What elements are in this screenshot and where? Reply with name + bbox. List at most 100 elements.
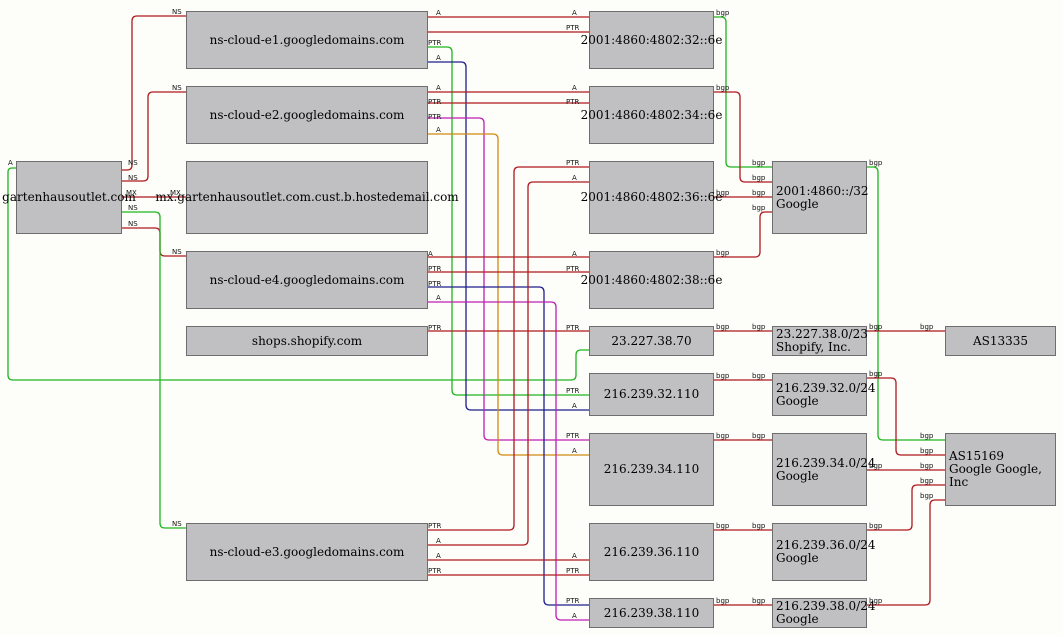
- edge-as-216-32: [867, 377, 945, 456]
- edge-label-bgp: bgp: [920, 462, 934, 470]
- node-as13335[interactable]: AS13335: [945, 326, 1056, 356]
- node-ip-216-239-32-110[interactable]: 216.239.32.110: [589, 373, 714, 416]
- edge-label-ptr: PTR: [428, 98, 441, 106]
- edge-label-a: A: [436, 294, 441, 302]
- node-ip6-34[interactable]: 2001:4860:4802:34::6e: [581, 86, 722, 144]
- edge-label-bgp: bgp: [920, 432, 934, 440]
- edge-label-ptr: PTR: [566, 159, 579, 167]
- node-label: 216.239.36.0/24 Google: [776, 538, 876, 565]
- edge-label-bgp: bgp: [869, 159, 883, 167]
- edge-label-bgp: bgp: [752, 432, 766, 440]
- edge-label-a: A: [428, 250, 433, 258]
- edge-as-216-36: [867, 484, 945, 531]
- edge-label-a: A: [572, 174, 577, 182]
- node-net-216-239-38[interactable]: 216.239.38.0/24 Google: [772, 598, 875, 628]
- node-ip-216-239-38-110[interactable]: 216.239.38.110: [589, 598, 714, 628]
- edge-label-bgp: bgp: [869, 522, 883, 530]
- node-label: 23.227.38.70: [611, 333, 692, 348]
- edge-e1-a-v4: [428, 61, 589, 411]
- node-net-216-239-34[interactable]: 216.239.34.0/24 Google: [772, 433, 875, 506]
- node-ip-216-239-36-110[interactable]: 216.239.36.110: [589, 523, 714, 581]
- node-label: 216.239.32.110: [603, 387, 700, 401]
- edge-label-mx: MX: [126, 189, 137, 197]
- node-label: AS13335: [972, 333, 1029, 348]
- node-ip-216-239-34-110[interactable]: 216.239.34.110: [589, 433, 714, 506]
- node-gartenhausoutlet[interactable]: gartenhausoutlet.com: [2, 161, 136, 234]
- edge-label-ns: NS: [172, 520, 182, 528]
- node-label: 216.239.36.110: [603, 544, 700, 559]
- edge-label-a: A: [436, 9, 441, 17]
- edge-label-bgp: bgp: [752, 597, 766, 605]
- edge-label-bgp: bgp: [716, 84, 730, 92]
- node-label: 2001:4860::/32 Google: [776, 183, 869, 211]
- edge-label-a: A: [572, 84, 577, 92]
- edge-label-a: A: [436, 537, 441, 545]
- edge-label-a: A: [436, 84, 441, 92]
- node-label: AS15169 Google Google, Inc: [949, 449, 1042, 489]
- edge-label-a: A: [436, 54, 441, 62]
- edge-as-216-38: [867, 499, 945, 606]
- node-shops-shopify[interactable]: shops.shopify.com: [186, 326, 428, 356]
- edge-ns-e2: [122, 91, 186, 182]
- edge-label-bgp: bgp: [869, 597, 883, 605]
- edge-label-ptr: PTR: [428, 265, 441, 273]
- edge-label-ptr: PTR: [428, 39, 441, 47]
- node-net-google-v6[interactable]: 2001:4860::/32 Google: [772, 161, 869, 234]
- edge-label-ptr: PTR: [566, 567, 579, 575]
- edge-e2-ptr-v4: [428, 117, 589, 441]
- edge-e3-ptr-v6: [428, 166, 589, 531]
- edge-e4-ptr-v4: [428, 286, 589, 606]
- node-label: 2001:4860:4802:32::6e: [580, 32, 723, 47]
- edge-label-bgp: bgp: [752, 189, 766, 197]
- node-ip6-32[interactable]: 2001:4860:4802:32::6e: [581, 11, 722, 69]
- node-ns-cloud-e1[interactable]: ns-cloud-e1.googledomains.com: [186, 11, 428, 69]
- node-net-shopify[interactable]: 23.227.38.0/23 Shopify, Inc.: [772, 326, 868, 356]
- node-label: 216.239.34.110: [603, 462, 700, 476]
- edge-label-ptr: PTR: [428, 113, 441, 121]
- node-label: 23.227.38.0/23 Shopify, Inc.: [776, 327, 868, 354]
- edge-label-ns: NS: [128, 204, 138, 212]
- edge-label-bgp: bgp: [752, 159, 766, 167]
- edge-label-bgp: bgp: [716, 323, 730, 331]
- node-label: shops.shopify.com: [251, 333, 363, 348]
- edge-label-bgp: bgp: [752, 204, 766, 212]
- node-net-216-239-36[interactable]: 216.239.36.0/24 Google: [772, 523, 875, 581]
- edge-label-ptr: PTR: [566, 98, 579, 106]
- edge-e4-a-v4: [428, 301, 589, 621]
- edge-label-bgp: bgp: [716, 372, 730, 380]
- edge-label-ns: NS: [128, 220, 138, 228]
- edge-e3-a-v6: [428, 181, 589, 546]
- edge-label-ns: NS: [172, 248, 182, 256]
- edge-label-a: A: [8, 159, 13, 167]
- edge-label-a: A: [436, 126, 441, 134]
- node-label: mx.gartenhausoutlet.com.cust.b.hostedema…: [155, 190, 459, 204]
- node-net-216-239-32[interactable]: 216.239.32.0/24 Google: [772, 373, 875, 416]
- edge-label-a: A: [572, 447, 577, 455]
- edge-a-shopify: [7, 167, 589, 381]
- edge-label-ptr: PTR: [566, 265, 579, 273]
- edge-label-ptr: PTR: [566, 387, 579, 395]
- node-mx-hostedemail[interactable]: mx.gartenhausoutlet.com.cust.b.hostedema…: [155, 161, 459, 234]
- node-as15169[interactable]: AS15169 Google Google, Inc: [945, 433, 1056, 506]
- edge-label-a: A: [572, 250, 577, 258]
- node-ip6-36[interactable]: 2001:4860:4802:36::6e: [581, 161, 722, 234]
- node-label: gartenhausoutlet.com: [2, 190, 136, 204]
- node-label: 2001:4860:4802:34::6e: [580, 107, 723, 122]
- node-ip6-38[interactable]: 2001:4860:4802:38::6e: [581, 251, 722, 309]
- edge-label-a: A: [572, 552, 577, 560]
- edge-label-bgp: bgp: [752, 174, 766, 182]
- edge-label-ns: NS: [128, 174, 138, 182]
- node-label: ns-cloud-e3.googledomains.com: [209, 544, 405, 559]
- node-ns-cloud-e2[interactable]: ns-cloud-e2.googledomains.com: [186, 86, 428, 144]
- node-label: 216.239.38.110: [603, 605, 700, 620]
- node-label: 216.239.38.0/24 Google: [776, 599, 876, 626]
- edge-label-ns: NS: [128, 159, 138, 167]
- edge-label-ns: NS: [172, 8, 182, 16]
- edge-label-a: A: [572, 402, 577, 410]
- edge-label-a: A: [572, 612, 577, 620]
- node-ns-cloud-e3[interactable]: ns-cloud-e3.googledomains.com: [186, 523, 428, 581]
- node-ns-cloud-e4[interactable]: ns-cloud-e4.googledomains.com: [186, 251, 428, 309]
- node-ip-23-227-38-70[interactable]: 23.227.38.70: [589, 326, 714, 356]
